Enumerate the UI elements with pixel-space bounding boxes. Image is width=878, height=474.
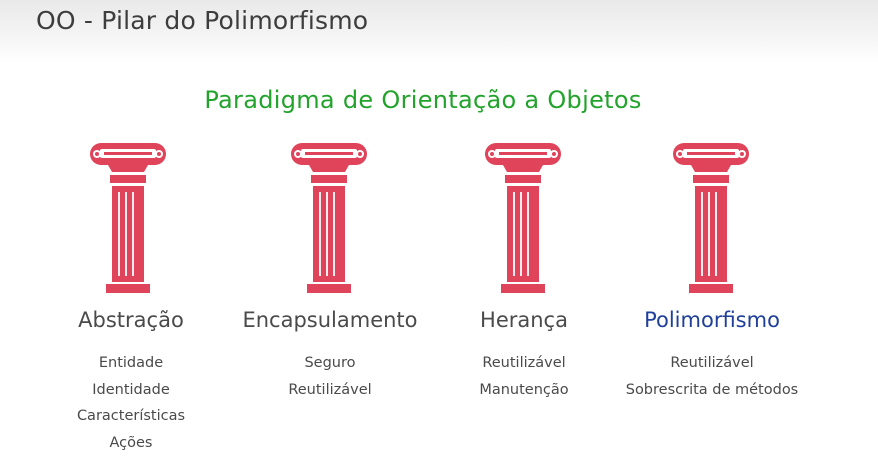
pillar-attributes: Entidade Identidade Características Açõe…	[1, 350, 261, 456]
attribute-item: Características	[76, 408, 186, 424]
slide-title: OO - Pilar do Polimorfismo	[36, 6, 369, 35]
pillar-title: Abstração	[78, 308, 184, 332]
column-icon	[485, 143, 561, 293]
attribute-item: Reutilizável	[288, 381, 372, 398]
pillar-title: Encapsulamento	[242, 308, 418, 332]
column-icon	[673, 143, 749, 293]
section-heading: Paradigma de Orientação a Objetos	[204, 86, 642, 114]
pillar-attributes: Reutilizável Manutenção	[394, 350, 654, 403]
title-bar	[0, 0, 878, 62]
pillar-title: Herança	[480, 308, 568, 332]
column-icon	[291, 143, 367, 293]
attribute-item: Ações	[109, 434, 153, 451]
pillar-title: Polimorfismo	[644, 308, 780, 332]
pillar-attributes: Seguro Reutilizável	[200, 350, 460, 403]
attribute-item: Sobrescrita de métodos	[625, 381, 799, 398]
pillar-attributes: Reutilizável Sobrescrita de métodos	[582, 350, 842, 403]
attribute-item: Reutilizável	[670, 355, 754, 371]
column-icon	[90, 143, 166, 293]
attribute-item: Reutilizável	[482, 355, 566, 371]
attribute-item: Manutenção	[479, 381, 569, 398]
attribute-item: Entidade	[98, 355, 164, 371]
attribute-item: Seguro	[304, 355, 356, 371]
attribute-item: Identidade	[92, 381, 170, 398]
